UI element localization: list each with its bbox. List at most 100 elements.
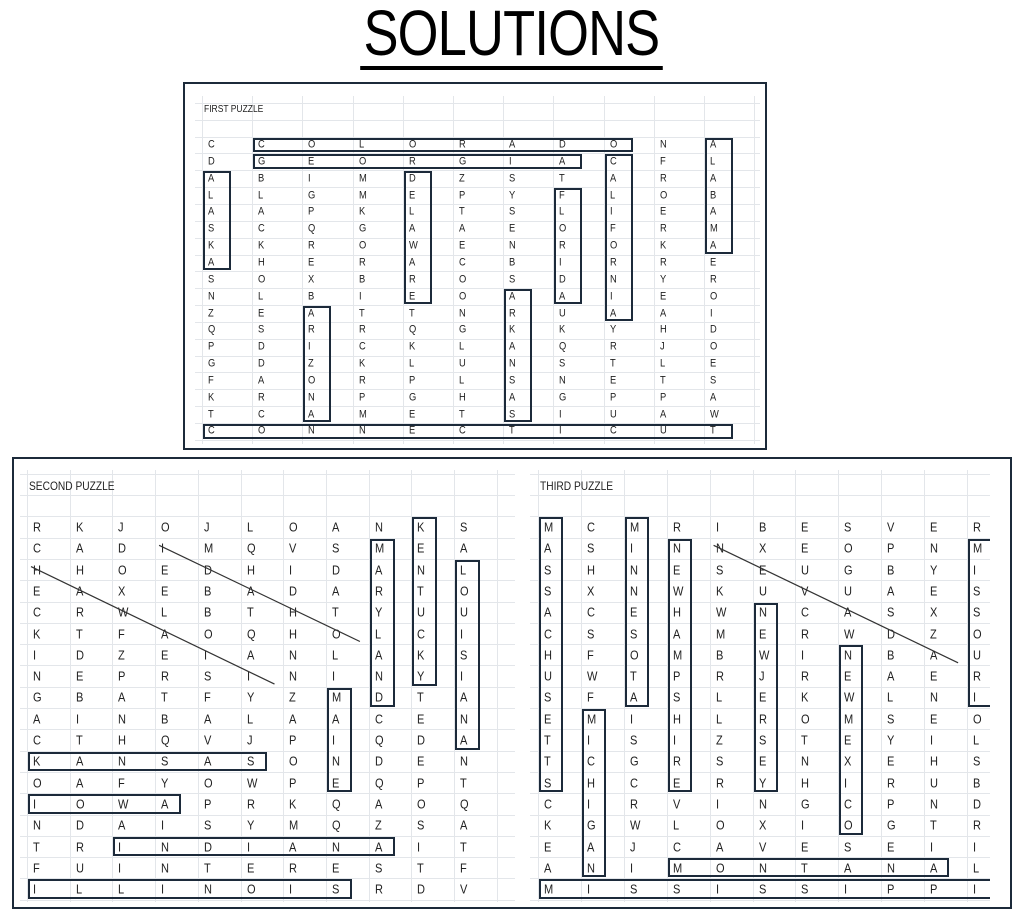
grid-letter: E [408, 424, 416, 437]
grid-letter: A [710, 172, 717, 185]
gridline [530, 580, 990, 582]
grid-letter: T [408, 307, 415, 319]
gridline [352, 96, 354, 444]
grid-letter: R [308, 239, 316, 252]
gridline [195, 406, 760, 408]
gridline [195, 254, 760, 256]
grid-letter: K [208, 239, 215, 252]
grid-letter: C [33, 732, 41, 748]
grid-letter: S [509, 374, 516, 387]
grid-letter: N [161, 839, 170, 854]
grid-letter: L [258, 290, 264, 303]
grid-letter: S [208, 222, 215, 235]
gridline [924, 470, 926, 902]
found-word-box [581, 709, 606, 878]
grid-letter: O [308, 374, 316, 387]
gridline [530, 835, 990, 837]
gridline [402, 96, 404, 444]
grid-letter: R [374, 881, 383, 897]
grid-letter: R [710, 273, 717, 286]
grid-letter: I [973, 839, 977, 854]
grid-letter: S [672, 689, 681, 705]
grid-letter: N [715, 540, 724, 556]
grid-letter: B [258, 172, 265, 185]
gridline [530, 558, 990, 560]
grid-letter: G [308, 189, 316, 202]
grid-letter: E [408, 290, 416, 303]
grid-letter: I [331, 668, 335, 684]
gridline [623, 470, 625, 902]
gridline [538, 470, 539, 902]
grid-letter: G [358, 222, 366, 235]
grid-letter: D [289, 583, 298, 599]
grid-letter: H [586, 562, 595, 578]
grid-letter: D [331, 562, 340, 578]
grid-letter: U [460, 604, 468, 620]
grid-letter: D [559, 273, 567, 286]
gridline [20, 750, 515, 752]
grid-letter: S [710, 374, 717, 387]
grid-letter: H [289, 604, 298, 620]
grid-letter: N [118, 753, 127, 769]
grid-letter: P [417, 775, 425, 791]
found-word-box [253, 137, 633, 153]
grid-letter: W [710, 408, 719, 421]
grid-letter: B [509, 256, 516, 269]
gridline [195, 187, 760, 189]
grid-letter: I [559, 256, 562, 269]
grid-letter: R [973, 817, 981, 833]
grid-letter: S [374, 860, 382, 876]
gridline [530, 516, 990, 518]
grid-letter: Y [417, 668, 425, 684]
grid-letter: E [161, 583, 169, 599]
grid-letter: S [758, 732, 766, 748]
grid-letter: T [358, 307, 365, 319]
grid-letter: J [203, 519, 210, 535]
grid-letter: G [629, 753, 639, 769]
grid-letter: F [118, 775, 126, 791]
grid-letter: N [659, 138, 667, 151]
grid-letter: U [75, 860, 84, 876]
grid-letter: D [75, 817, 84, 833]
grid-letter: T [33, 839, 40, 854]
grid-letter: N [331, 839, 340, 854]
grid-letter: C [672, 839, 681, 854]
grid-letter: N [33, 817, 41, 833]
grid-letter: I [246, 668, 250, 684]
found-word-box [705, 137, 733, 254]
grid-letter: T [417, 583, 425, 599]
grid-letter: E [459, 239, 466, 252]
grid-letter: N [331, 753, 340, 769]
grid-letter: Y [161, 775, 169, 791]
grid-letter: Q [559, 340, 567, 353]
grid-letter: A [33, 711, 41, 727]
grid-letter: O [609, 239, 617, 252]
grid-letter: I [246, 839, 250, 854]
grid-letter: T [710, 424, 716, 437]
grid-letter: O [289, 753, 298, 769]
grid-letter: C [459, 256, 466, 269]
grid-letter: I [75, 711, 79, 727]
grid-letter: L [715, 689, 722, 705]
grid-letter: E [331, 860, 340, 876]
grid-letter: S [973, 753, 981, 769]
grid-letter: V [887, 519, 895, 535]
grid-letter: S [758, 881, 766, 897]
grid-letter: A [509, 340, 516, 353]
grid-letter: E [710, 357, 717, 370]
grid-letter: E [672, 562, 681, 578]
grid-letter: I [586, 732, 590, 748]
grid-letter: I [289, 562, 293, 578]
grid-letter: C [258, 138, 265, 151]
grid-letter: E [75, 668, 84, 684]
gridline [20, 601, 515, 603]
grid-letter: A [930, 860, 938, 876]
grid-letter: Z [289, 689, 296, 705]
grid-letter: E [33, 583, 41, 599]
grid-letter: R [258, 391, 265, 404]
grid-letter: U [609, 408, 617, 421]
grid-letter: N [417, 562, 426, 578]
grid-letter: L [208, 189, 214, 202]
grid-letter: H [33, 562, 41, 578]
